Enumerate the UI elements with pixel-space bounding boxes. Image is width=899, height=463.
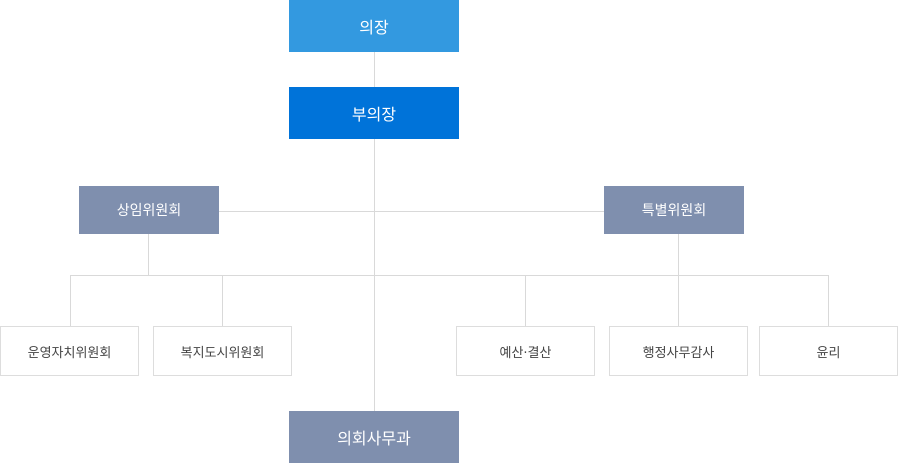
subcommittee-box-operations: 운영자치위원회 (0, 326, 139, 376)
vice-chairman-box: 부의장 (289, 87, 459, 139)
secretariat-box: 의회사무과 (289, 411, 459, 463)
subcommittee-box-budget: 예산·결산 (456, 326, 595, 376)
connector-drop-2 (222, 275, 223, 326)
standing-committee-box: 상임위원회 (79, 186, 219, 234)
subcommittee-box-audit: 행정사무감사 (609, 326, 748, 376)
connector-subcommittee-horizontal (70, 275, 829, 276)
chairman-box: 의장 (289, 0, 459, 52)
connector-standing-down (148, 234, 149, 275)
connector-drop-1 (70, 275, 71, 326)
connector-drop-4 (678, 275, 679, 326)
connector-special-down (678, 234, 679, 275)
special-committee-box: 특별위원회 (604, 186, 744, 234)
connector-drop-3 (525, 275, 526, 326)
connector-drop-5 (828, 275, 829, 326)
connector-committee-horizontal (219, 211, 604, 212)
subcommittee-box-ethics: 윤리 (759, 326, 898, 376)
connector-chair-to-vice (374, 52, 375, 87)
subcommittee-box-welfare: 복지도시위원회 (153, 326, 292, 376)
